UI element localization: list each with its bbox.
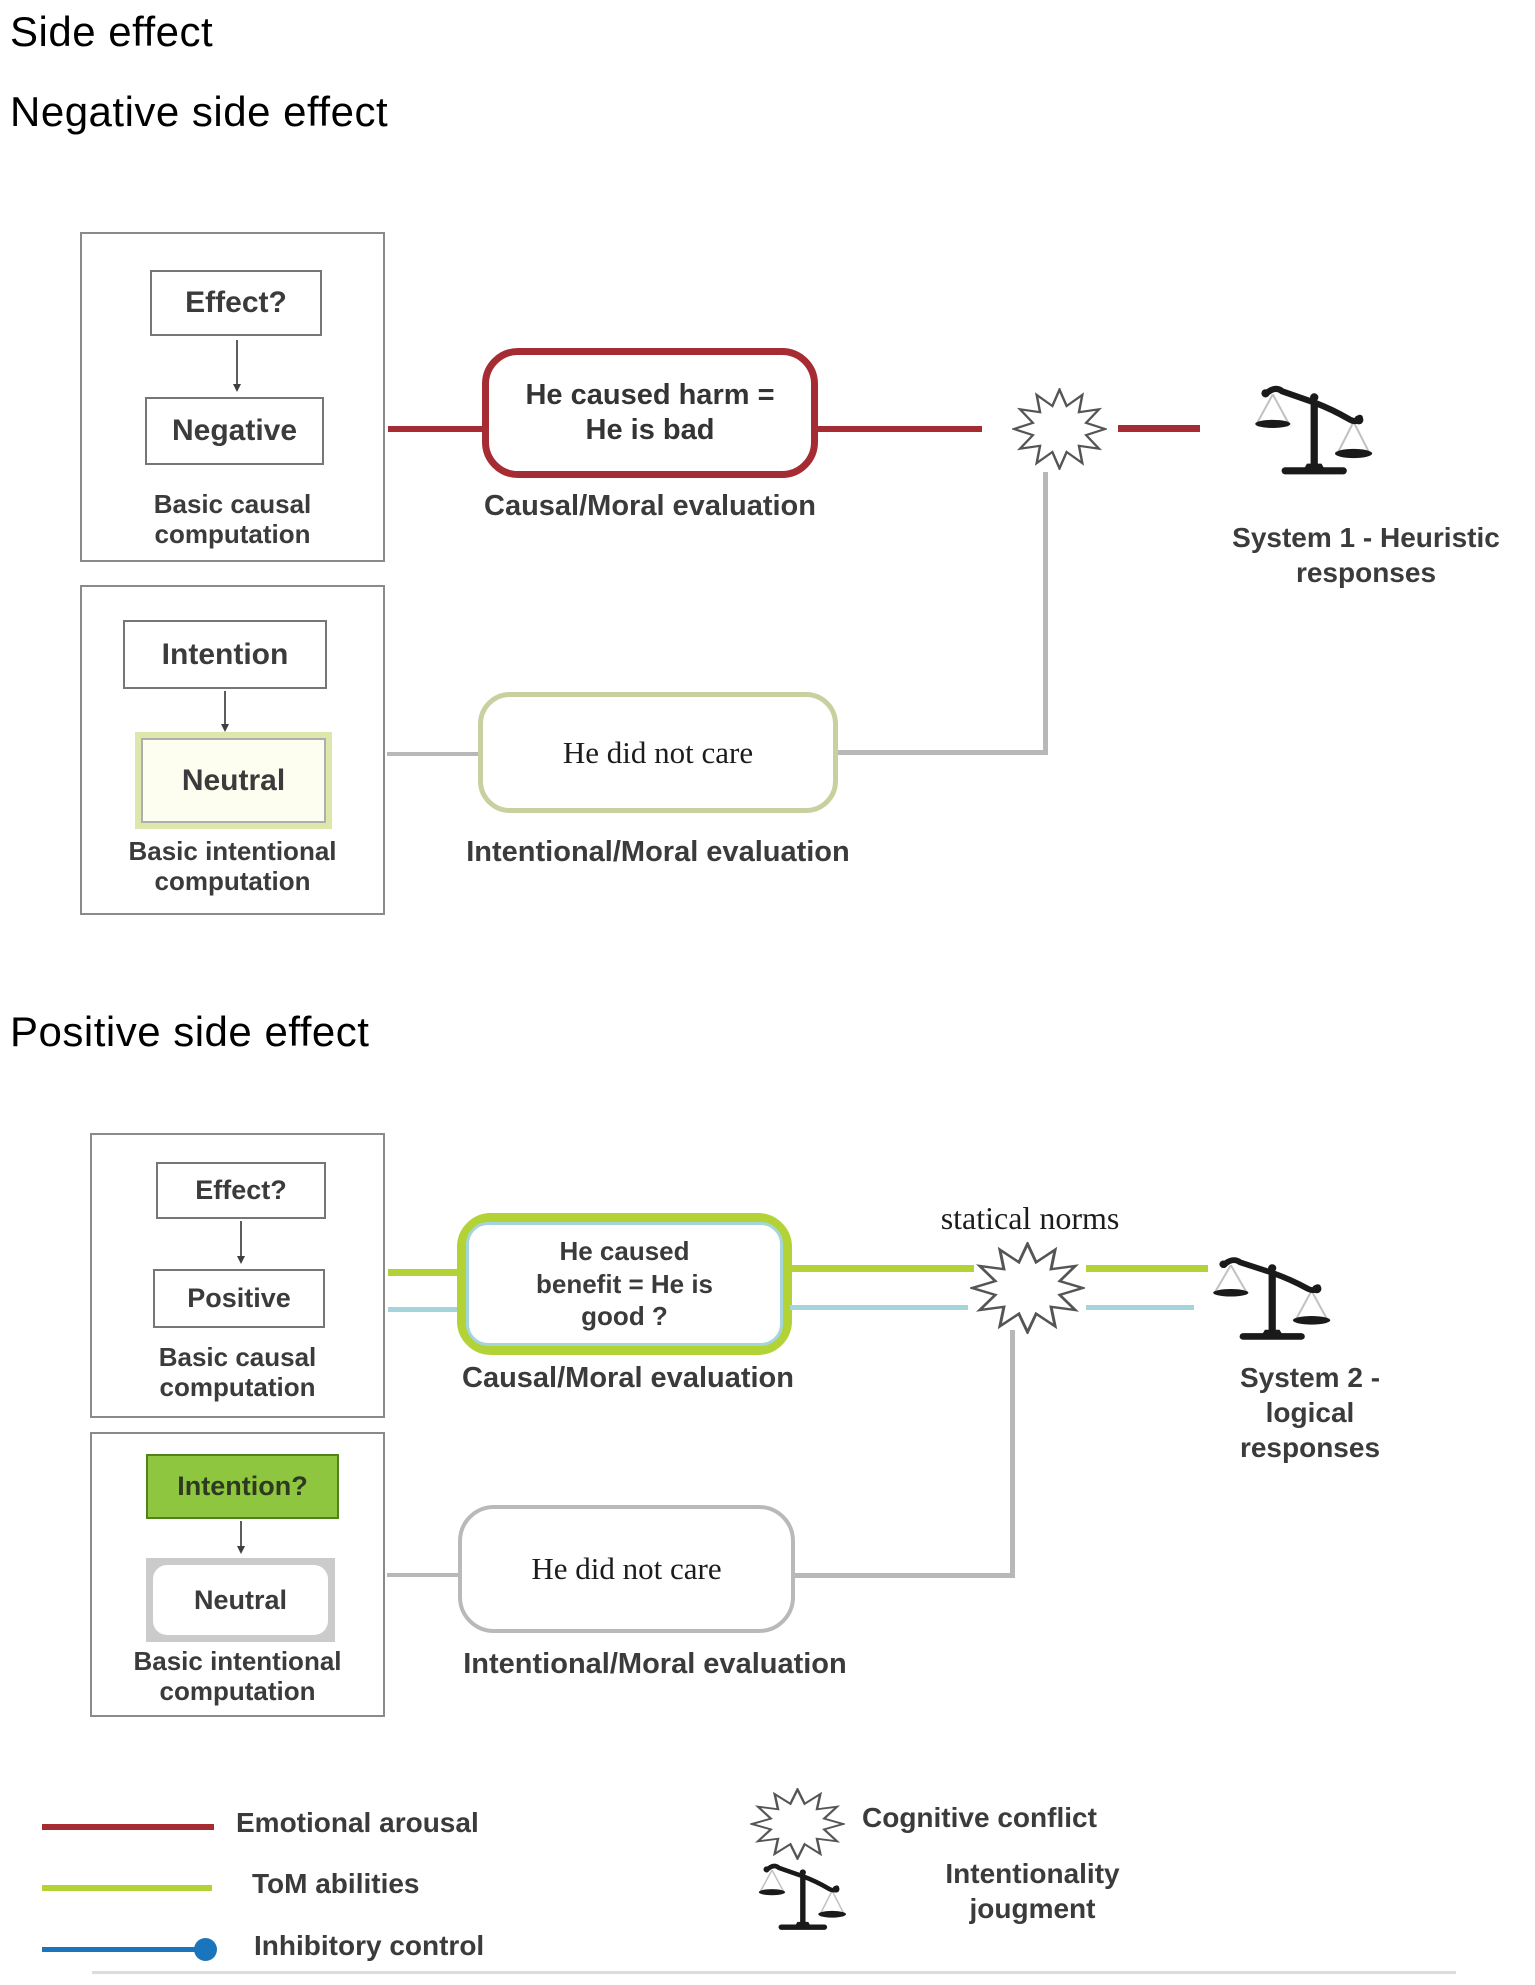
tom-abilities-line <box>1086 1265 1208 1272</box>
bubble-line: benefit = He is <box>536 1268 713 1299</box>
neutral-box-label: Neutral <box>141 738 326 823</box>
positive-section-title: Positive side effect <box>10 1008 370 1055</box>
down-arrow-icon <box>237 1221 245 1264</box>
emotional-arousal-line <box>388 426 482 432</box>
legend-intentionality-label: Intentionality jougment <box>900 1856 1165 1926</box>
effect-box: Effect? <box>156 1162 326 1219</box>
system1-label: System 1 - Heuristic responses <box>1196 520 1535 590</box>
neutral-box: Neutral <box>135 732 332 829</box>
tom-abilities-line <box>388 1269 457 1276</box>
intentional-evaluation-bubble: He did not care <box>458 1505 795 1633</box>
negative-causal-group: Effect? Negative Basic causal computatio… <box>80 232 385 562</box>
effect-box: Effect? <box>150 270 322 336</box>
connector-line <box>838 750 1048 755</box>
intention-box: Intention? <box>146 1454 339 1519</box>
legend-tom-abilities-line <box>42 1885 212 1891</box>
tom-abilities-line <box>790 1265 974 1272</box>
statical-norms-label: statical norms <box>940 1200 1120 1236</box>
legend-cognitive-conflict-label: Cognitive conflict <box>862 1802 1097 1833</box>
group-caption: Basic intentional computation <box>128 836 337 896</box>
legend-inhibitory-control-dot <box>194 1938 217 1961</box>
bubble-line: He caused harm = <box>525 379 775 412</box>
neutral-box-label: Neutral <box>153 1565 328 1635</box>
emotional-arousal-line <box>1118 425 1200 432</box>
negative-intentional-group: Intention Neutral Basic intentional comp… <box>80 585 385 915</box>
positive-causal-group: Effect? Positive Basic causal computatio… <box>90 1133 385 1418</box>
inhibitory-control-line <box>790 1305 968 1310</box>
connector-line <box>1043 472 1048 755</box>
neutral-box: Neutral <box>146 1558 335 1642</box>
intentionality-judgment-scale-icon <box>1208 1250 1353 1345</box>
group-caption: Basic causal computation <box>158 1342 317 1402</box>
causal-evaluation-bubble: He caused harm = He is bad <box>482 348 818 478</box>
system1-line: System 1 - Heuristic <box>1232 522 1500 553</box>
positive-intentional-group: Intention? Neutral Basic intentional com… <box>90 1432 385 1717</box>
group-caption: Basic intentional computation <box>133 1646 342 1706</box>
system2-line: responses <box>1239 1432 1381 1463</box>
bubble-line: good ? <box>581 1301 668 1332</box>
system1-line: responses <box>1295 557 1437 588</box>
connector-line <box>1010 1330 1015 1578</box>
cognitive-conflict-icon <box>750 1788 845 1860</box>
intentional-evaluation-caption: Intentional/Moral evaluation <box>466 836 850 868</box>
legend-intentionality-line: Intentionality <box>945 1858 1120 1889</box>
legend-inhibitory-control-label: Inhibitory control <box>254 1930 485 1961</box>
intentionality-judgment-scale-icon <box>1250 378 1395 480</box>
figure-title: Side effect <box>10 8 214 55</box>
bottom-divider <box>92 1971 1456 1974</box>
bubble-line: He caused <box>559 1236 690 1267</box>
bubble-line: He is bad <box>585 414 715 446</box>
legend-tom-abilities-label: ToM abilities <box>252 1868 420 1899</box>
cognitive-conflict-icon <box>1012 388 1107 470</box>
intention-box: Intention <box>123 620 327 689</box>
inhibitory-control-line <box>1086 1305 1194 1310</box>
down-arrow-icon <box>233 340 241 392</box>
system2-line: System 2 - <box>1239 1362 1381 1393</box>
causal-evaluation-bubble: He caused benefit = He is good ? <box>457 1213 792 1355</box>
legend-intentionality-line: jougment <box>969 1893 1096 1924</box>
negative-section-title: Negative side effect <box>10 88 389 135</box>
system2-label: System 2 - logical responses <box>1190 1360 1430 1465</box>
connector-line <box>795 1573 1015 1578</box>
emotional-arousal-line <box>818 426 982 432</box>
connector-line <box>387 752 479 756</box>
legend-emotional-arousal-label: Emotional arousal <box>236 1807 479 1838</box>
legend-inhibitory-control-line <box>42 1947 208 1952</box>
group-caption: Basic causal computation <box>153 489 312 549</box>
connector-line <box>387 1573 458 1577</box>
intentionality-judgment-scale-icon <box>755 1858 863 1934</box>
cognitive-conflict-icon <box>970 1242 1085 1334</box>
legend-emotional-arousal-line <box>42 1824 214 1830</box>
positive-box: Positive <box>153 1269 325 1328</box>
intentional-evaluation-caption: Intentional/Moral evaluation <box>463 1648 847 1680</box>
down-arrow-icon <box>221 691 229 732</box>
intentional-evaluation-bubble: He did not care <box>478 692 838 813</box>
system2-line: logical <box>1265 1397 1355 1428</box>
inhibitory-control-line <box>388 1307 457 1312</box>
causal-evaluation-caption: Causal/Moral evaluation <box>462 1362 794 1394</box>
down-arrow-icon <box>237 1521 245 1554</box>
causal-evaluation-caption: Causal/Moral evaluation <box>484 490 816 522</box>
negative-box: Negative <box>145 397 324 465</box>
